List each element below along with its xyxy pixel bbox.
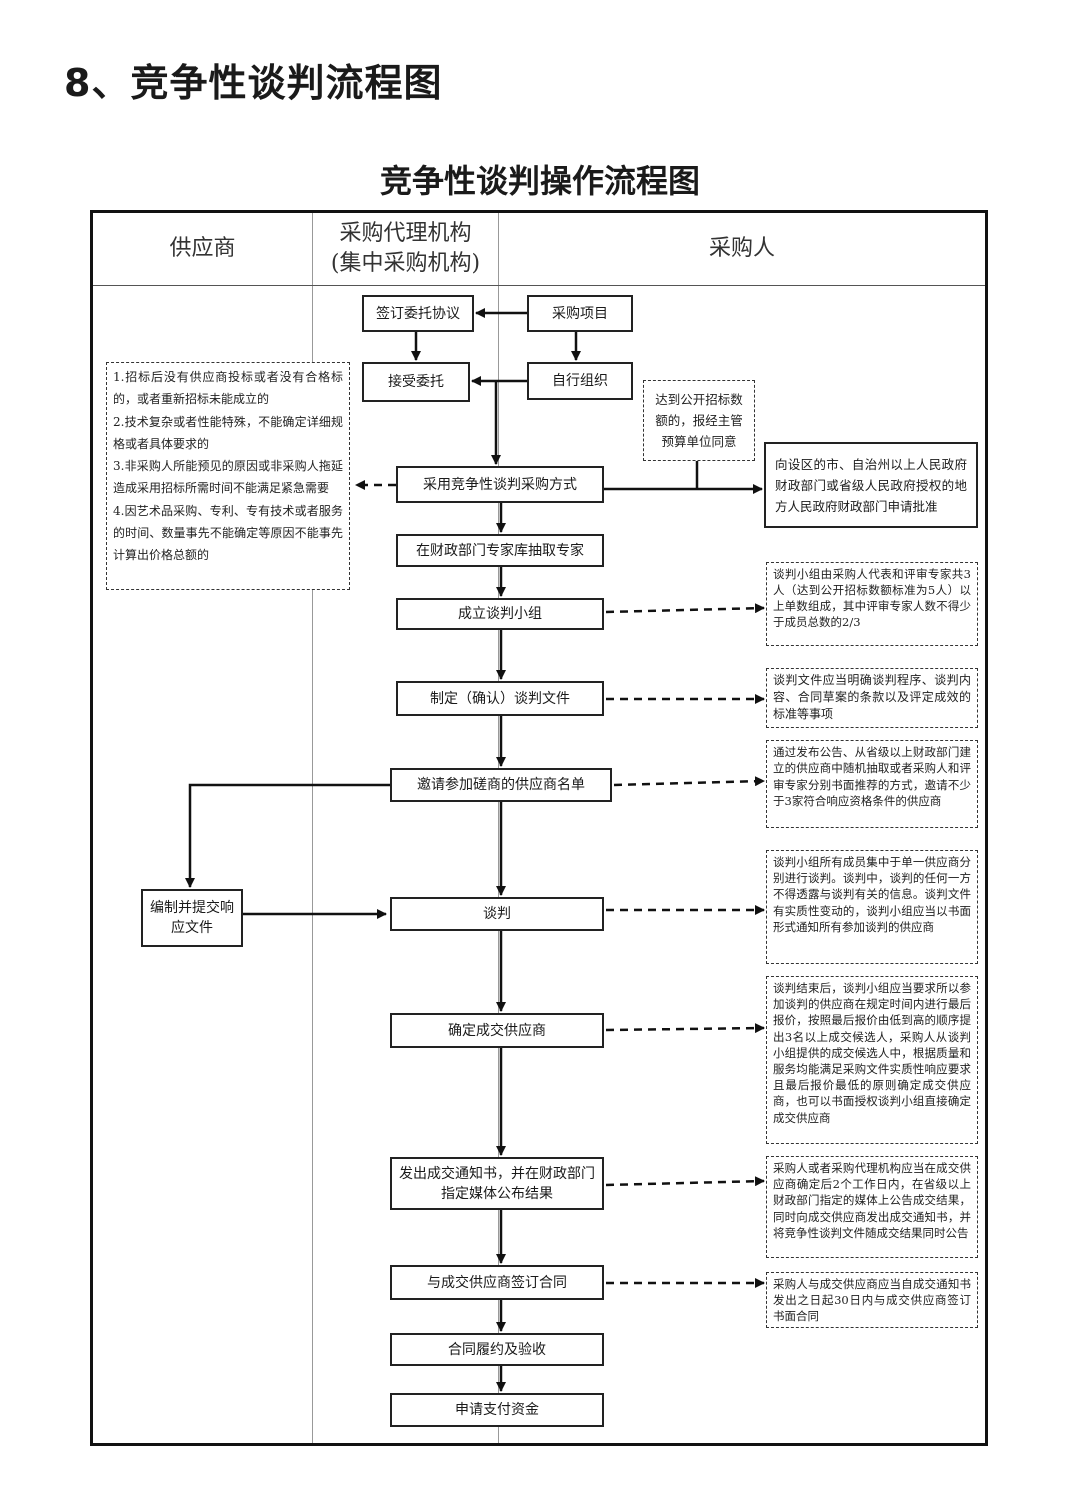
note-contract-timing: 采购人与成交供应商应当自成交通知书发出之日起30日内与成交供应商签订书面合同	[766, 1272, 978, 1328]
step-accept-entrustment: 接受委托	[362, 362, 470, 402]
step-prepare-docs-label: 制定（确认）谈判文件	[430, 690, 570, 707]
step-procurement-project: 采购项目	[527, 295, 633, 332]
note-doc-content: 谈判文件应当明确谈判程序、谈判内容、合同草案的条款以及评定成效的标准等事项	[766, 668, 978, 728]
lane-divider-purchaser	[498, 213, 499, 1443]
page-heading: 8、竞争性谈判流程图	[64, 61, 443, 105]
lane-header-agency: 采购代理机构 (集中采购机构)	[313, 213, 498, 285]
note-team-composition: 谈判小组由采购人代表和评审专家共3人（达到公开招标数额标准为5人）以上单数组成，…	[766, 562, 978, 646]
step-accept-entrustment-label: 接受委托	[388, 374, 444, 390]
lane-purchaser-label: 采购人	[708, 236, 775, 261]
step-apply-approval-label: 向设区的市、自治州以上人民政府财政部门或省级人民政府授权的地方人民政府财政部门申…	[775, 456, 967, 514]
note-applicable-conditions-text: 1.招标后没有供应商投标或者没有合格标的，或者重新招标未能成立的 2.技术复杂或…	[113, 370, 343, 563]
step-issue-notice: 发出成交通知书，并在财政部门指定媒体公布结果	[390, 1157, 604, 1210]
step-issue-notice-label: 发出成交通知书，并在财政部门指定媒体公布结果	[399, 1165, 595, 1202]
note-threshold-approval: 达到公开招标数额的，报经主管预算单位同意	[643, 380, 755, 461]
flowchart-title: 竞争性谈判操作流程图	[379, 162, 700, 200]
step-determine-supplier-label: 确定成交供应商	[448, 1022, 546, 1039]
step-prepare-docs: 制定（确认）谈判文件	[396, 681, 604, 716]
swimlane-frame	[90, 210, 988, 1446]
note-final-quote-text: 谈判结束后，谈判小组应当要求所以参加谈判的供应商在规定时间内进行最后报价，按照最…	[773, 981, 971, 1125]
note-doc-content-text: 谈判文件应当明确谈判程序、谈判内容、合同草案的条款以及评定成效的标准等事项	[773, 673, 971, 721]
note-notice-timing-text: 采购人或者采购代理机构应当在成交供应商确定后2个工作日内，在省级以上财政部门指定…	[773, 1161, 971, 1240]
step-self-organize: 自行组织	[527, 362, 633, 400]
note-threshold-approval-text: 达到公开招标数额的，报经主管预算单位同意	[655, 392, 743, 449]
step-determine-supplier: 确定成交供应商	[390, 1013, 604, 1048]
step-apply-payment-label: 申请支付资金	[455, 1402, 539, 1418]
note-invite-method: 通过发布公告、从省级以上财政部门建立的供应商中随机抽取或者采购人和评审专家分别书…	[766, 740, 978, 828]
note-contract-timing-text: 采购人与成交供应商应当自成交通知书发出之日起30日内与成交供应商签订书面合同	[773, 1277, 971, 1324]
step-adopt-method-label: 采用竞争性谈判采购方式	[423, 476, 577, 493]
lane-agency-sublabel: (集中采购机构)	[330, 251, 481, 276]
step-sign-contract-label: 与成交供应商签订合同	[427, 1274, 567, 1291]
lane-agency-label: 采购代理机构	[339, 221, 472, 246]
step-form-team: 成立谈判小组	[396, 598, 604, 630]
step-perform-contract-label: 合同履约及验收	[448, 1341, 546, 1358]
step-apply-approval: 向设区的市、自治州以上人民政府财政部门或省级人民政府授权的地方人民政府财政部门申…	[764, 442, 978, 528]
lane-divider-supplier	[312, 213, 313, 1443]
step-apply-payment: 申请支付资金	[390, 1393, 604, 1427]
step-invite-suppliers: 邀请参加磋商的供应商名单	[390, 768, 612, 802]
step-extract-experts-label: 在财政部门专家库抽取专家	[416, 542, 584, 559]
step-perform-contract: 合同履约及验收	[390, 1333, 604, 1366]
note-negotiation-rules: 谈判小组所有成员集中于单一供应商分别进行谈判。谈判中，谈判的任何一方不得透露与谈…	[766, 850, 978, 964]
lane-header-supplier: 供应商	[93, 213, 312, 285]
step-sign-agreement-label: 签订委托协议	[376, 305, 460, 322]
step-procurement-project-label: 采购项目	[552, 305, 608, 322]
step-self-organize-label: 自行组织	[552, 373, 608, 389]
note-applicable-conditions: 1.招标后没有供应商投标或者没有合格标的，或者重新招标未能成立的 2.技术复杂或…	[106, 362, 350, 590]
lane-header-purchaser: 采购人	[499, 213, 985, 285]
note-negotiation-rules-text: 谈判小组所有成员集中于单一供应商分别进行谈判。谈判中，谈判的任何一方不得透露与谈…	[773, 855, 971, 934]
lane-supplier-label: 供应商	[169, 236, 236, 261]
step-form-team-label: 成立谈判小组	[458, 606, 542, 622]
step-sign-agreement: 签订委托协议	[362, 295, 474, 332]
step-negotiate-label: 谈判	[483, 906, 511, 922]
step-sign-contract: 与成交供应商签订合同	[390, 1265, 604, 1300]
step-negotiate: 谈判	[390, 897, 604, 931]
note-notice-timing: 采购人或者采购代理机构应当在成交供应商确定后2个工作日内，在省级以上财政部门指定…	[766, 1156, 978, 1258]
step-prepare-response-label: 编制并提交响应文件	[150, 900, 234, 936]
step-extract-experts: 在财政部门专家库抽取专家	[396, 534, 604, 567]
note-team-composition-text: 谈判小组由采购人代表和评审专家共3人（达到公开招标数额标准为5人）以上单数组成，…	[773, 567, 971, 629]
step-invite-suppliers-label: 邀请参加磋商的供应商名单	[417, 777, 585, 793]
step-adopt-method: 采用竞争性谈判采购方式	[396, 466, 604, 503]
note-invite-method-text: 通过发布公告、从省级以上财政部门建立的供应商中随机抽取或者采购人和评审专家分别书…	[773, 745, 971, 808]
note-final-quote: 谈判结束后，谈判小组应当要求所以参加谈判的供应商在规定时间内进行最后报价，按照最…	[766, 976, 978, 1144]
step-prepare-response: 编制并提交响应文件	[141, 889, 243, 947]
lane-header-rule	[93, 285, 985, 286]
